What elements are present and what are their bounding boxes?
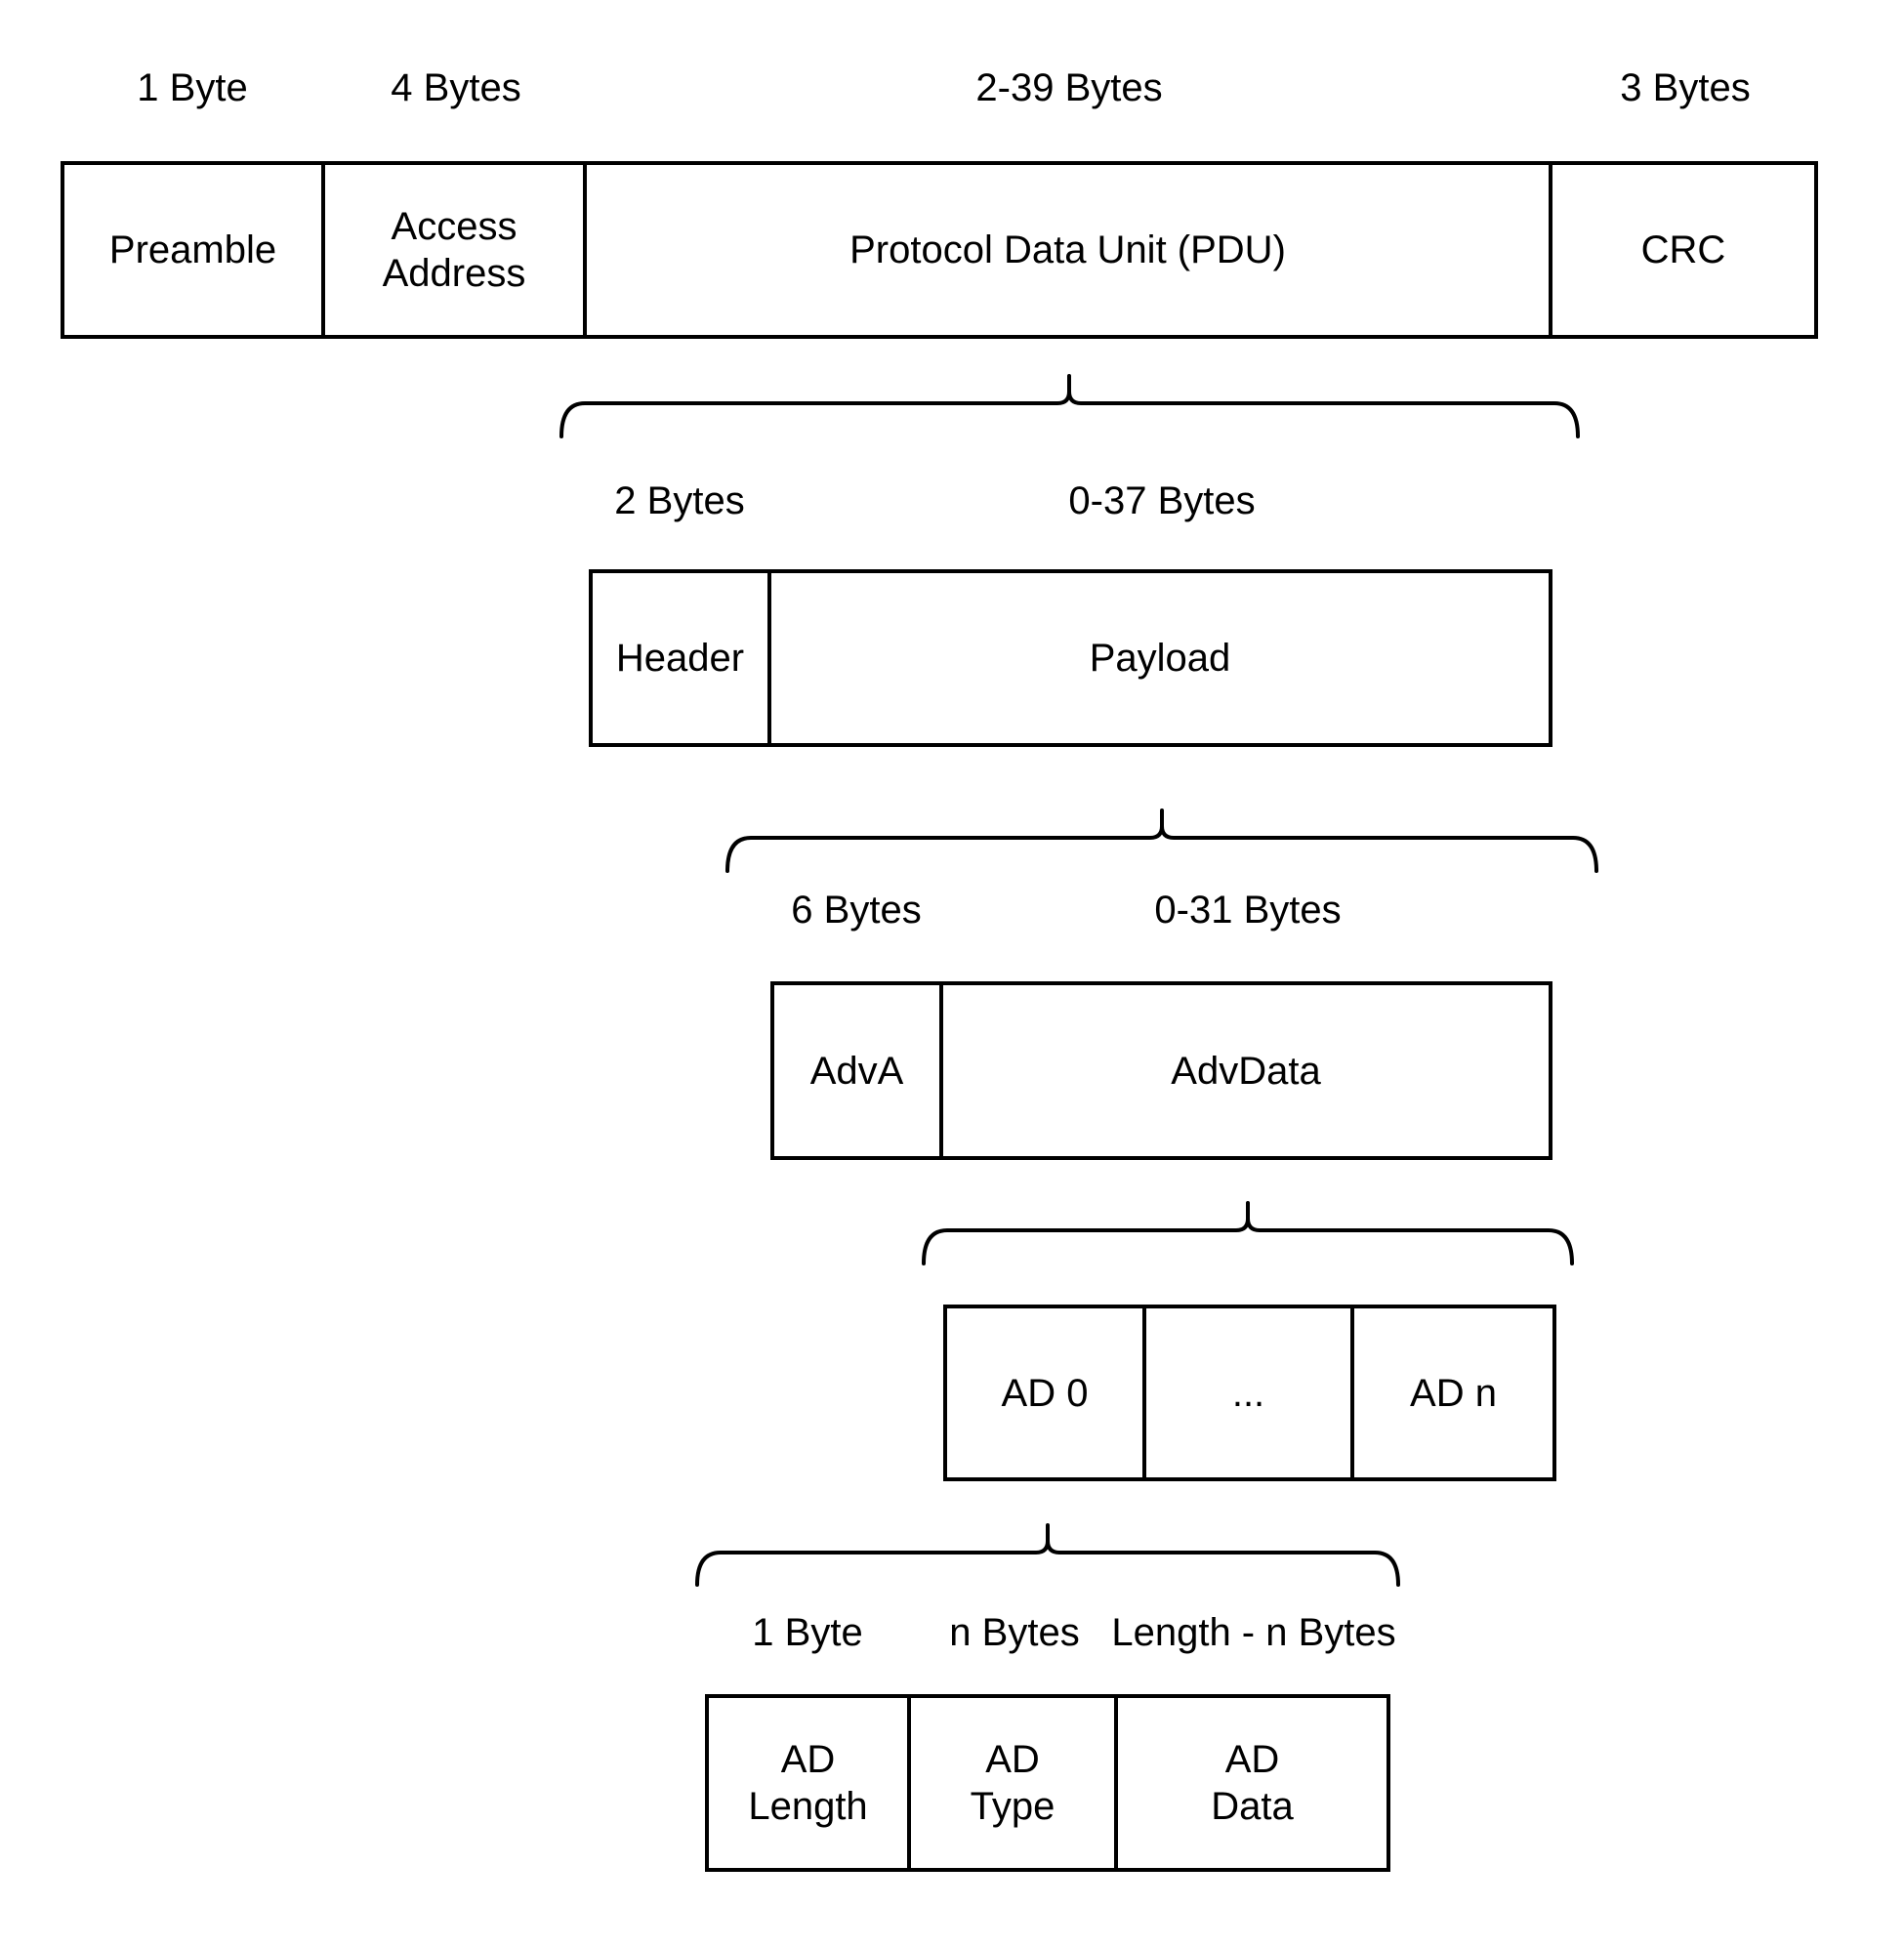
size-label-ad-data: Length - n Bytes (1111, 1611, 1396, 1654)
box-header: Header (589, 569, 771, 747)
size-label-payload: 0-37 Bytes (1068, 479, 1256, 522)
box-ad-n: AD n (1350, 1305, 1556, 1481)
box-preamble: Preamble (61, 161, 325, 339)
size-label-crc: 3 Bytes (1620, 66, 1751, 109)
box-ad-type: AD Type (907, 1694, 1118, 1872)
brace-pdu (559, 374, 1580, 438)
size-label-preamble: 1 Byte (137, 66, 248, 109)
brace-ad0 (695, 1523, 1400, 1587)
box-access-address: Access Address (321, 161, 587, 339)
box-ad-0: AD 0 (943, 1305, 1146, 1481)
box-advdata: AdvData (939, 981, 1552, 1160)
brace-advdata (922, 1201, 1574, 1265)
box-adva: AdvA (770, 981, 943, 1160)
box-ad-length: AD Length (705, 1694, 911, 1872)
size-label-ad-length: 1 Byte (752, 1611, 863, 1654)
box-ad-data: AD Data (1114, 1694, 1390, 1872)
box-pdu: Protocol Data Unit (PDU) (583, 161, 1552, 339)
box-ad-ellipsis: ... (1142, 1305, 1354, 1481)
box-payload: Payload (767, 569, 1552, 747)
size-label-header: 2 Bytes (614, 479, 745, 522)
brace-payload (725, 808, 1598, 873)
box-crc: CRC (1549, 161, 1818, 339)
size-label-advdata: 0-31 Bytes (1154, 889, 1342, 932)
size-label-ad-type: n Bytes (949, 1611, 1080, 1654)
size-label-access-address: 4 Bytes (391, 66, 521, 109)
size-label-pdu: 2-39 Bytes (975, 66, 1163, 109)
size-label-adva: 6 Bytes (791, 889, 922, 932)
